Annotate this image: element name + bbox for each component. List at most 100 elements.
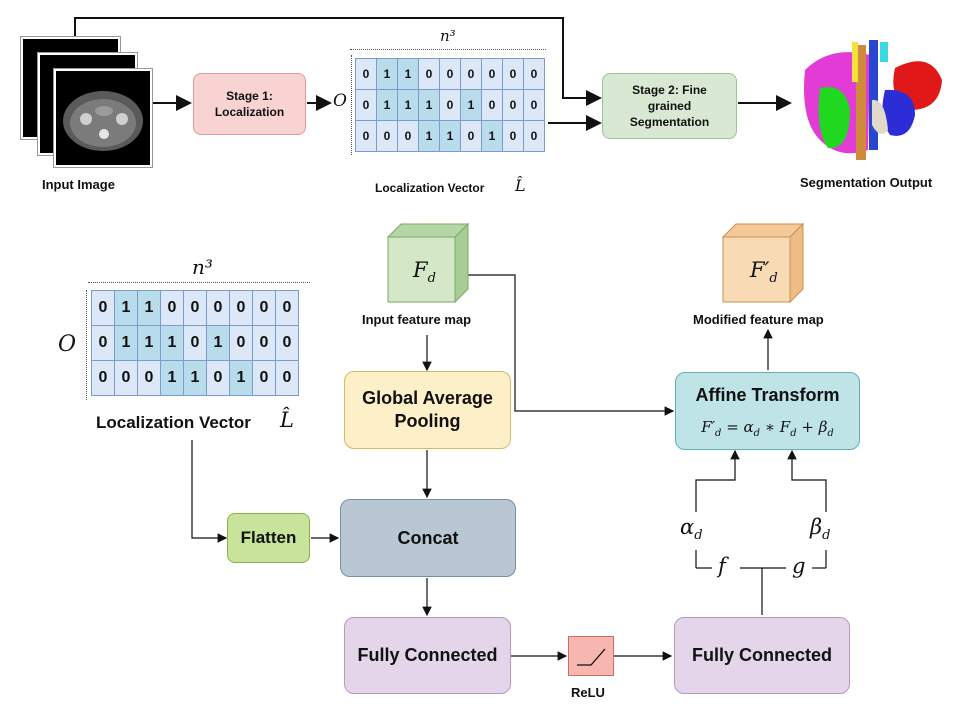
arrow-beta-affine xyxy=(787,449,827,512)
g-label: g xyxy=(792,554,806,578)
affine-box[interactable]: Affine Transform F′d = αd ∗ Fd + βd xyxy=(675,372,860,450)
arrow-fm-affine xyxy=(468,274,675,416)
grid-cell: 0 xyxy=(355,89,377,121)
grid-cell: 1 xyxy=(137,290,161,326)
stage1-box[interactable]: Stage 1: Localization xyxy=(193,73,306,135)
grid-cell: 0 xyxy=(206,360,230,396)
input-image-label: Input Image xyxy=(42,177,115,192)
grid-cell: 0 xyxy=(91,325,115,361)
grid-cell: 0 xyxy=(229,290,253,326)
grid-cell: 0 xyxy=(355,120,377,152)
grid-cell: 0 xyxy=(502,89,524,121)
beta-label: βd xyxy=(810,515,831,544)
grid-cell: 1 xyxy=(418,89,440,121)
bottom-lhat-label: L̂ xyxy=(280,408,294,432)
bottom-vector-label: Localization Vector xyxy=(96,413,251,432)
grid-cell: 1 xyxy=(137,325,161,361)
relu-icon xyxy=(577,648,606,666)
concat-label: Concat xyxy=(397,527,459,548)
grid-cell: 0 xyxy=(183,325,207,361)
relu-box[interactable] xyxy=(568,636,614,676)
affine-equation: F′d = αd ∗ Fd + βd xyxy=(701,418,834,439)
gap-box[interactable]: Global Average Pooling xyxy=(344,371,511,449)
grid-cell: 0 xyxy=(275,360,299,396)
fc2-box[interactable]: Fully Connected xyxy=(674,617,850,694)
alpha-label: αd xyxy=(680,515,703,544)
grid-cell: 1 xyxy=(160,360,184,396)
fc2-label: Fully Connected xyxy=(691,645,832,665)
flatten-label: Flatten xyxy=(240,528,297,547)
grid-cell: 0 xyxy=(160,290,184,326)
grid-cell: 1 xyxy=(206,325,230,361)
grid-cell: 1 xyxy=(418,120,440,152)
fc1-label: Fully Connected xyxy=(357,645,498,665)
grid-cell: 0 xyxy=(137,360,161,396)
input-fm-label: Input feature map xyxy=(362,312,472,327)
grid-cell: 1 xyxy=(376,89,398,121)
arrow-alpha-affine xyxy=(695,449,740,512)
grid-cell: 1 xyxy=(229,360,253,396)
grid-cell: 0 xyxy=(275,290,299,326)
grid-cell: 0 xyxy=(252,325,276,361)
grid-cell: 0 xyxy=(502,58,524,90)
bottom-o-label: O xyxy=(58,332,77,357)
grid-cell: 0 xyxy=(418,58,440,90)
grid-cell: 0 xyxy=(229,325,253,361)
grid-cell: 1 xyxy=(439,120,461,152)
grid-cell: 1 xyxy=(397,58,419,90)
segmentation-output-label: Segmentation Output xyxy=(800,175,933,190)
stage1-label: Stage 1: Localization xyxy=(214,88,285,119)
arrow-vector-flatten xyxy=(191,440,228,543)
grid-cell: 0 xyxy=(523,58,545,90)
ct-scan-icon xyxy=(63,91,143,151)
stage2-label: Stage 2: Fine grained Segmentation xyxy=(629,82,710,130)
grid-cell: 0 xyxy=(206,290,230,326)
grid-cell: 1 xyxy=(160,325,184,361)
skip-arrow xyxy=(74,17,602,106)
gap-label: Global Average Pooling xyxy=(362,387,493,431)
grid-cell: 1 xyxy=(397,89,419,121)
affine-title: Affine Transform xyxy=(695,385,840,405)
top-n3-label: n³ xyxy=(440,27,456,45)
grid-cell: 0 xyxy=(376,120,398,152)
grid-cell: 1 xyxy=(481,120,503,152)
bottom-n3-bracket xyxy=(88,282,310,283)
top-n3-bracket xyxy=(350,49,546,50)
grid-cell: 0 xyxy=(439,89,461,121)
grid-cell: 0 xyxy=(397,120,419,152)
concat-box[interactable]: Concat xyxy=(340,499,516,577)
grid-cell: 1 xyxy=(114,290,138,326)
flatten-box[interactable]: Flatten xyxy=(227,513,310,563)
stage2-box[interactable]: Stage 2: Fine grained Segmentation xyxy=(602,73,737,139)
grid-cell: 0 xyxy=(460,120,482,152)
grid-cell: 0 xyxy=(502,120,524,152)
grid-cell: 0 xyxy=(252,290,276,326)
top-o-bracket xyxy=(351,55,352,155)
modified-fm-symbol: F′d xyxy=(750,258,778,287)
fc1-box[interactable]: Fully Connected xyxy=(344,617,511,694)
grid-cell: 0 xyxy=(252,360,276,396)
input-fm-symbol: Fd xyxy=(413,258,436,287)
top-vector-label: Localization Vector xyxy=(375,181,485,195)
top-lhat-label: L̂ xyxy=(515,176,526,195)
grid-cell: 1 xyxy=(376,58,398,90)
modified-fm-label: Modified feature map xyxy=(693,312,824,327)
grid-cell: 0 xyxy=(460,58,482,90)
ct-slice-front xyxy=(54,69,152,167)
grid-cell: 0 xyxy=(275,325,299,361)
relu-label: ReLU xyxy=(571,685,605,700)
grid-cell: 0 xyxy=(183,290,207,326)
f-label: f xyxy=(718,554,726,578)
grid-cell: 0 xyxy=(91,360,115,396)
grid-cell: 0 xyxy=(439,58,461,90)
bottom-o-bracket xyxy=(86,290,87,400)
